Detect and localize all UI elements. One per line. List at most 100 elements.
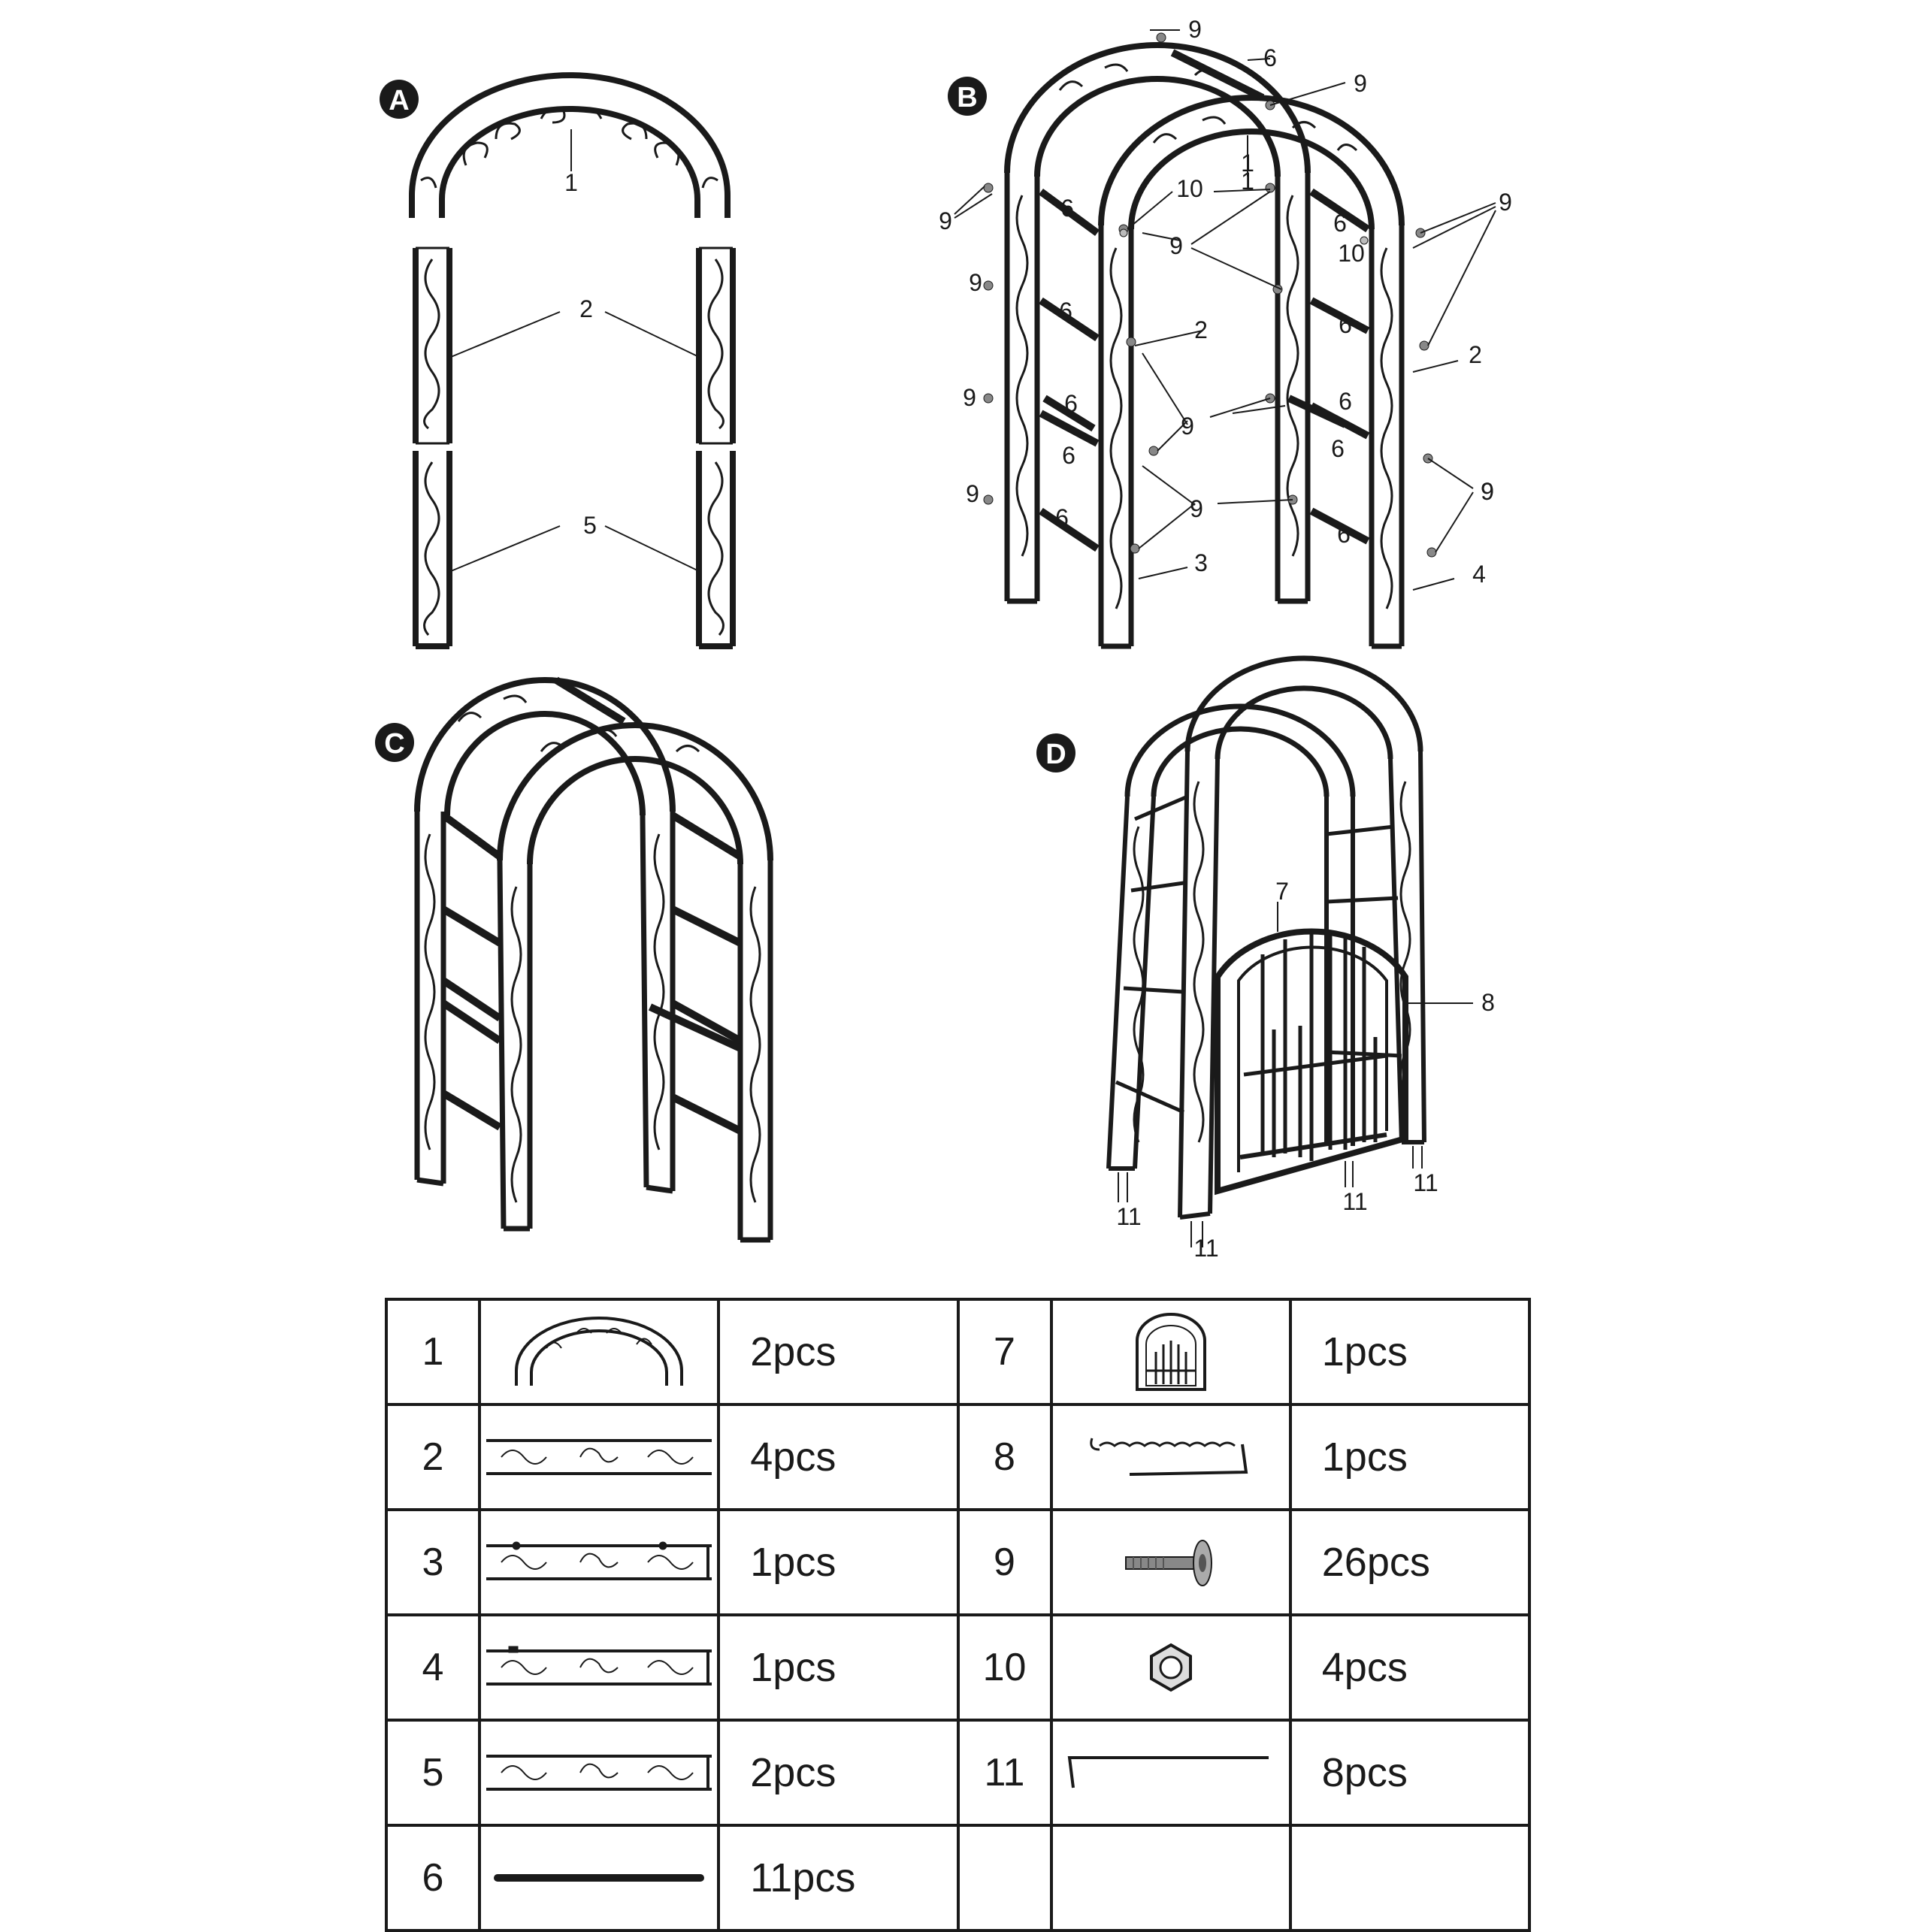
part-quantity: 26pcs bbox=[1288, 1508, 1532, 1616]
parts-list-table: 1 2pcs 7 1pcs 2 4pcs 8 bbox=[385, 1298, 1532, 1932]
bolt-icon bbox=[1049, 1508, 1292, 1616]
bolts-b bbox=[983, 32, 1437, 558]
svg-text:6: 6 bbox=[1339, 388, 1352, 415]
assembled-frame-c bbox=[414, 676, 773, 1243]
svg-text:D: D bbox=[1045, 739, 1066, 770]
chain-hook-icon bbox=[1049, 1403, 1292, 1511]
table-row: 4 1pcs 10 4pcs bbox=[385, 1613, 1532, 1722]
scroll-panel-icon bbox=[477, 1403, 721, 1511]
part-number: 1 bbox=[385, 1298, 481, 1406]
svg-text:9: 9 bbox=[1481, 478, 1494, 505]
svg-text:9: 9 bbox=[969, 269, 982, 296]
table-row: 5 2pcs 11 8pcs bbox=[385, 1719, 1532, 1827]
part-quantity: 4pcs bbox=[717, 1403, 960, 1511]
arch-top-icon bbox=[477, 1298, 721, 1406]
svg-text:8: 8 bbox=[1481, 989, 1495, 1016]
svg-text:2: 2 bbox=[579, 295, 593, 322]
step-badge-b: B bbox=[948, 77, 987, 116]
svg-text:2: 2 bbox=[1469, 341, 1482, 368]
scroll-panel-latch-icon bbox=[477, 1613, 721, 1722]
table-row: 1 2pcs 7 1pcs bbox=[385, 1298, 1532, 1406]
svg-text:6: 6 bbox=[1339, 311, 1352, 338]
table-row: 6 11pcs bbox=[385, 1824, 1532, 1932]
gate-icon bbox=[1049, 1298, 1292, 1406]
svg-text:9: 9 bbox=[939, 207, 952, 234]
arch-frame-a bbox=[409, 72, 736, 649]
part-quantity: 1pcs bbox=[1288, 1403, 1532, 1511]
svg-text:6: 6 bbox=[1263, 44, 1277, 71]
part-quantity: 2pcs bbox=[717, 1719, 960, 1827]
part-quantity: 1pcs bbox=[1288, 1298, 1532, 1406]
svg-text:3: 3 bbox=[1194, 549, 1208, 576]
callout-lines-d bbox=[1277, 902, 1473, 1004]
table-row: 3 1pcs 9 26pcs bbox=[385, 1508, 1532, 1616]
step-badge-c: C bbox=[375, 723, 414, 762]
part-number: 10 bbox=[956, 1613, 1053, 1722]
step-badge-d: D bbox=[1036, 733, 1075, 772]
nut-icon bbox=[1049, 1613, 1292, 1722]
svg-text:9: 9 bbox=[1181, 413, 1194, 440]
svg-text:4: 4 bbox=[1472, 561, 1486, 588]
part-labels-a: 1 2 5 bbox=[564, 169, 597, 539]
empty-cell bbox=[1049, 1824, 1292, 1932]
part-quantity: 1pcs bbox=[717, 1508, 960, 1616]
part-number: 2 bbox=[385, 1403, 481, 1511]
callout-lines-a bbox=[450, 129, 700, 572]
part-quantity: 4pcs bbox=[1288, 1613, 1532, 1722]
svg-text:9: 9 bbox=[963, 384, 976, 411]
step-badge-a: A bbox=[380, 80, 419, 119]
svg-text:6: 6 bbox=[1059, 298, 1072, 325]
svg-text:11: 11 bbox=[1413, 1169, 1438, 1196]
part-number: 3 bbox=[385, 1508, 481, 1616]
svg-text:11: 11 bbox=[1193, 1235, 1218, 1262]
svg-text:9: 9 bbox=[1190, 495, 1203, 522]
scroll-panel-hinge-icon bbox=[477, 1508, 721, 1616]
svg-text:1: 1 bbox=[564, 169, 578, 196]
svg-text:7: 7 bbox=[1275, 878, 1289, 905]
part-quantity: 2pcs bbox=[717, 1298, 960, 1406]
part-number: 5 bbox=[385, 1719, 481, 1827]
part-quantity: 1pcs bbox=[717, 1613, 960, 1722]
empty-cell bbox=[1288, 1824, 1532, 1932]
svg-text:6: 6 bbox=[1060, 195, 1074, 222]
svg-text:B: B bbox=[957, 82, 977, 113]
table-row: 2 4pcs 8 1pcs bbox=[385, 1403, 1532, 1511]
part-number: 4 bbox=[385, 1613, 481, 1722]
svg-text:C: C bbox=[384, 728, 404, 760]
svg-text:10: 10 bbox=[1176, 175, 1203, 202]
part-number: 9 bbox=[956, 1508, 1053, 1616]
arch-frame-b bbox=[1004, 42, 1405, 649]
svg-text:6: 6 bbox=[1055, 504, 1069, 531]
part-labels-d: 7 8 11 11 11 11 bbox=[1116, 878, 1495, 1262]
assembled-arch-with-gate-d bbox=[1106, 655, 1426, 1247]
svg-text:6: 6 bbox=[1337, 521, 1351, 548]
part-quantity: 8pcs bbox=[1288, 1719, 1532, 1827]
scroll-panel-base-icon bbox=[477, 1719, 721, 1827]
svg-text:11: 11 bbox=[1116, 1203, 1141, 1230]
cross-bar-icon bbox=[477, 1824, 721, 1932]
part-number: 7 bbox=[956, 1298, 1053, 1406]
svg-text:9: 9 bbox=[966, 480, 979, 507]
svg-text:6: 6 bbox=[1062, 442, 1075, 469]
svg-text:6: 6 bbox=[1064, 390, 1078, 417]
svg-text:1: 1 bbox=[1241, 150, 1254, 177]
svg-text:9: 9 bbox=[1499, 189, 1512, 216]
svg-text:6: 6 bbox=[1331, 435, 1345, 462]
svg-text:10: 10 bbox=[1338, 240, 1365, 267]
part-labels-b: 9 6 9 9 9 6 10 1 1 6 9 10 9 6 2 6 2 9 6 … bbox=[939, 16, 1512, 588]
svg-text:9: 9 bbox=[1481, 478, 1494, 505]
svg-text:9: 9 bbox=[1188, 16, 1202, 43]
svg-text:A: A bbox=[389, 85, 409, 116]
svg-text:1: 1 bbox=[1241, 168, 1254, 195]
part-number: 8 bbox=[956, 1403, 1053, 1511]
part-quantity: 11pcs bbox=[717, 1824, 960, 1932]
ground-stake-icon bbox=[1049, 1719, 1292, 1827]
callout-lines-b bbox=[954, 29, 1496, 591]
svg-text:9: 9 bbox=[1354, 70, 1367, 97]
empty-cell bbox=[956, 1824, 1053, 1932]
part-number: 6 bbox=[385, 1824, 481, 1932]
